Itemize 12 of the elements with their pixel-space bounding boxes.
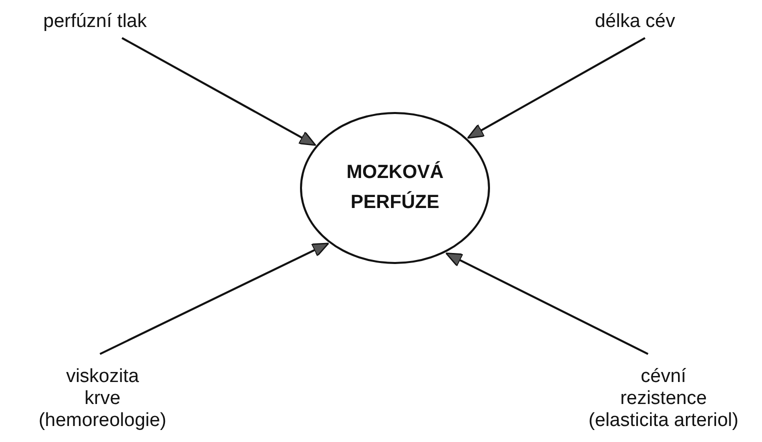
arrow (445, 252, 648, 355)
arrow (467, 37, 646, 139)
ellipse-node (300, 112, 490, 264)
factor-label: perfúzní tlak (42, 11, 148, 33)
factor-label: (hemoreologie) (38, 410, 168, 432)
node-title: MOZKOVÁ PERFÚZE (345, 160, 445, 215)
arrow (100, 242, 330, 355)
factor-label: (elasticita arteriol) (588, 410, 740, 432)
factor-label: cévní rezistence (619, 366, 708, 410)
arrow (122, 37, 316, 146)
factor-label: viskozita krve (65, 366, 140, 410)
factor-label: délka cév (594, 11, 676, 33)
